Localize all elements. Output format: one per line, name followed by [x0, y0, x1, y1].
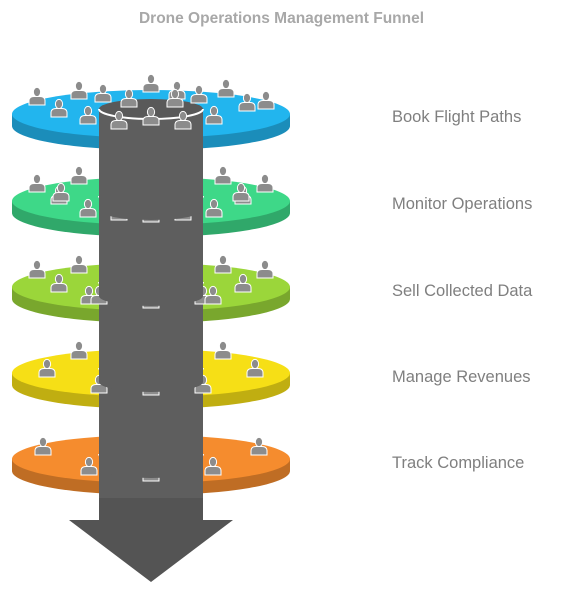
- person-icon: [110, 110, 128, 130]
- person-icon: [214, 165, 232, 185]
- funnel-core-segment: [99, 196, 203, 306]
- person-icon: [190, 84, 208, 104]
- person-icon: [214, 254, 232, 274]
- person-icon: [28, 86, 46, 106]
- down-arrow-icon: [69, 498, 233, 582]
- funnel-layers: [12, 73, 290, 519]
- person-icon: [28, 173, 46, 193]
- person-icon: [174, 110, 192, 130]
- person-icon: [238, 92, 256, 112]
- stage-book-flight-paths: [12, 73, 290, 220]
- person-icon: [166, 88, 184, 108]
- person-icon: [256, 173, 274, 193]
- stage-label-book-flight-paths: Book Flight Paths: [392, 108, 522, 126]
- person-icon: [120, 88, 138, 108]
- person-icon: [70, 165, 88, 185]
- person-icon: [205, 198, 223, 218]
- person-icon: [50, 98, 68, 118]
- stage-people: [38, 340, 264, 396]
- stage-label-manage-revenues: Manage Revenues: [392, 368, 531, 386]
- person-icon: [257, 90, 275, 110]
- stage-label-track-compliance: Track Compliance: [392, 454, 525, 472]
- person-icon: [52, 182, 70, 202]
- person-icon: [79, 105, 97, 125]
- person-icon: [256, 259, 274, 279]
- person-icon: [70, 80, 88, 100]
- stage-people: [34, 436, 268, 482]
- person-icon: [204, 456, 222, 476]
- person-icon: [79, 198, 97, 218]
- person-icon: [234, 273, 252, 293]
- funnel-core-segment: [99, 109, 203, 220]
- person-icon: [205, 105, 223, 125]
- stage-label-monitor-operations: Monitor Operations: [392, 195, 533, 213]
- person-icon: [232, 182, 250, 202]
- person-icon: [80, 456, 98, 476]
- person-icon: [50, 273, 68, 293]
- person-icon: [250, 436, 268, 456]
- funnel-core-segment: [99, 368, 203, 478]
- person-icon: [28, 259, 46, 279]
- person-icon: [70, 340, 88, 360]
- person-icon: [214, 340, 232, 360]
- person-icon: [217, 78, 235, 98]
- person-icon: [142, 73, 160, 93]
- person-icon: [142, 106, 160, 126]
- stage-monitor-operations: [12, 165, 290, 306]
- stage-label-sell-collected-data: Sell Collected Data: [392, 282, 533, 300]
- diagram-title: Drone Operations Management Funnel: [138, 10, 425, 27]
- person-icon: [34, 436, 52, 456]
- person-icon: [246, 358, 264, 378]
- person-icon: [94, 83, 112, 103]
- person-icon: [38, 358, 56, 378]
- funnel-core-segment: [99, 282, 203, 392]
- person-icon: [70, 254, 88, 274]
- stage-people: [28, 73, 275, 130]
- direction-arrow: [69, 498, 233, 582]
- person-icon: [204, 285, 222, 305]
